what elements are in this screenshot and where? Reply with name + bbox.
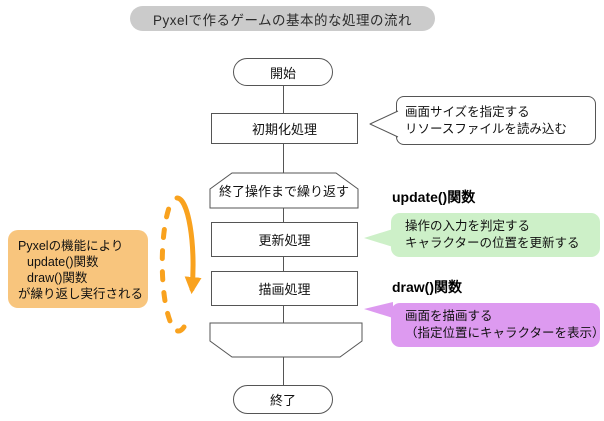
connector-start-init <box>283 86 284 113</box>
flow-node-end: 終了 <box>233 385 333 414</box>
connector-init-loop <box>283 144 284 173</box>
flow-node-draw: 描画処理 <box>211 271 358 306</box>
flow-node-end-label: 終了 <box>269 393 296 408</box>
update-function-heading: update()関数 <box>392 189 476 205</box>
flow-node-init: 初期化処理 <box>211 113 358 144</box>
draw-note-tail <box>364 302 393 318</box>
flow-node-start-label: 開始 <box>269 65 296 81</box>
flow-node-update: 更新処理 <box>211 222 358 257</box>
init-note-tail <box>369 110 399 138</box>
connector-draw-loopend <box>283 306 284 323</box>
draw-note-bubble: 画面を描画する （指定位置にキャラクターを表示） <box>391 303 604 347</box>
loop-note-line: が繰り返し実行される <box>18 287 144 301</box>
connector-update-draw <box>283 257 284 271</box>
init-note-line: 画面サイズを指定する <box>405 105 530 119</box>
update-note-line: キャラクターの位置を更新する <box>405 236 580 250</box>
update-note-tail <box>364 229 393 247</box>
loop-arrow-dashed <box>159 196 187 334</box>
loop-note-box: Pyxelの機能により update()関数 draw()関数 が繰り返し実行さ… <box>8 230 148 308</box>
flow-node-update-label: 更新処理 <box>258 233 311 248</box>
draw-function-heading: draw()関数 <box>392 279 462 295</box>
update-note-line: 操作の入力を判定する <box>405 219 531 233</box>
draw-note-line: （指定位置にキャラクターを表示） <box>405 326 604 340</box>
draw-note-line: 画面を描画する <box>405 309 493 323</box>
init-note-line: リソースファイルを読み込む <box>405 122 567 136</box>
loop-end-shape <box>209 322 363 358</box>
connector-loop-update <box>283 208 284 222</box>
loop-note-line: Pyxelの機能により <box>18 239 124 253</box>
flow-node-loop-start-label: 終了操作まで繰り返す <box>218 184 349 199</box>
loop-note-line: update()関数 <box>27 255 99 269</box>
init-note-bubble: 画面サイズを指定する リソースファイルを読み込む <box>396 96 596 145</box>
diagram-title: Pyxelで作るゲームの基本的な処理の流れ <box>130 6 435 31</box>
connector-loopend-end <box>283 357 284 385</box>
flow-node-draw-label: 描画処理 <box>258 282 311 297</box>
loop-arrow-solid <box>174 195 202 295</box>
update-note-bubble: 操作の入力を判定する キャラクターの位置を更新する <box>391 213 600 257</box>
loop-note-line: draw()関数 <box>27 271 88 285</box>
flow-node-start: 開始 <box>233 58 333 86</box>
flow-node-init-label: 初期化処理 <box>251 122 317 137</box>
